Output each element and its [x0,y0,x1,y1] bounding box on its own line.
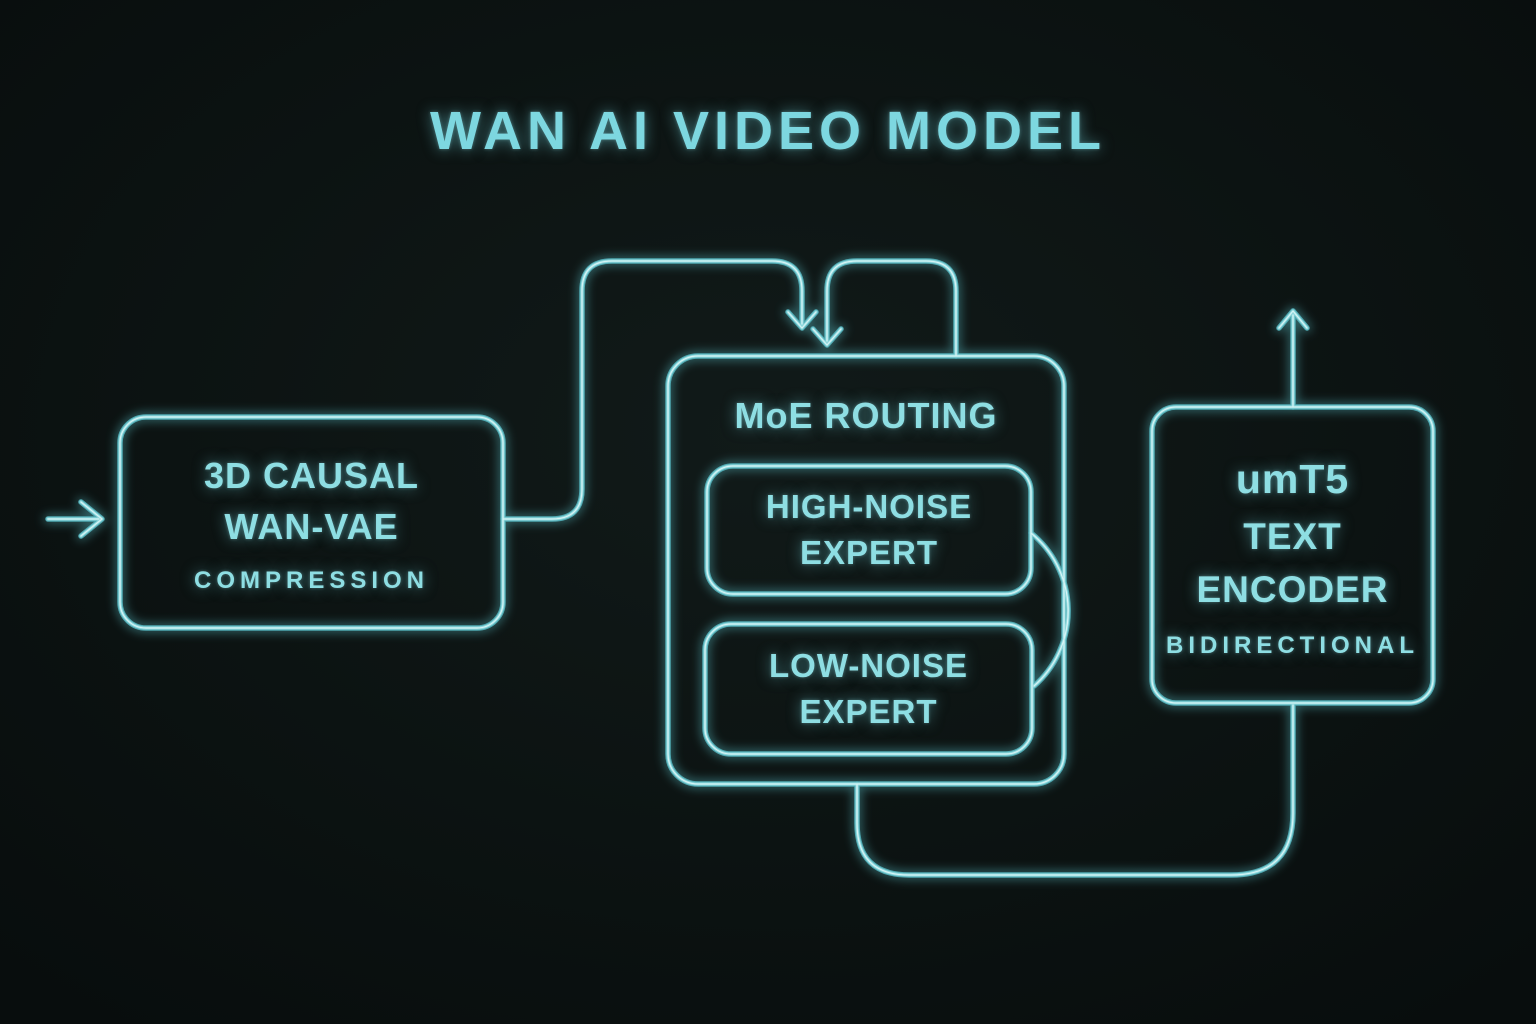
connector-layer [0,0,1536,1024]
diagram-canvas: WAN AI VIDEO MODEL 3D CAUSAL WAN-VAE COM… [0,0,1536,1024]
